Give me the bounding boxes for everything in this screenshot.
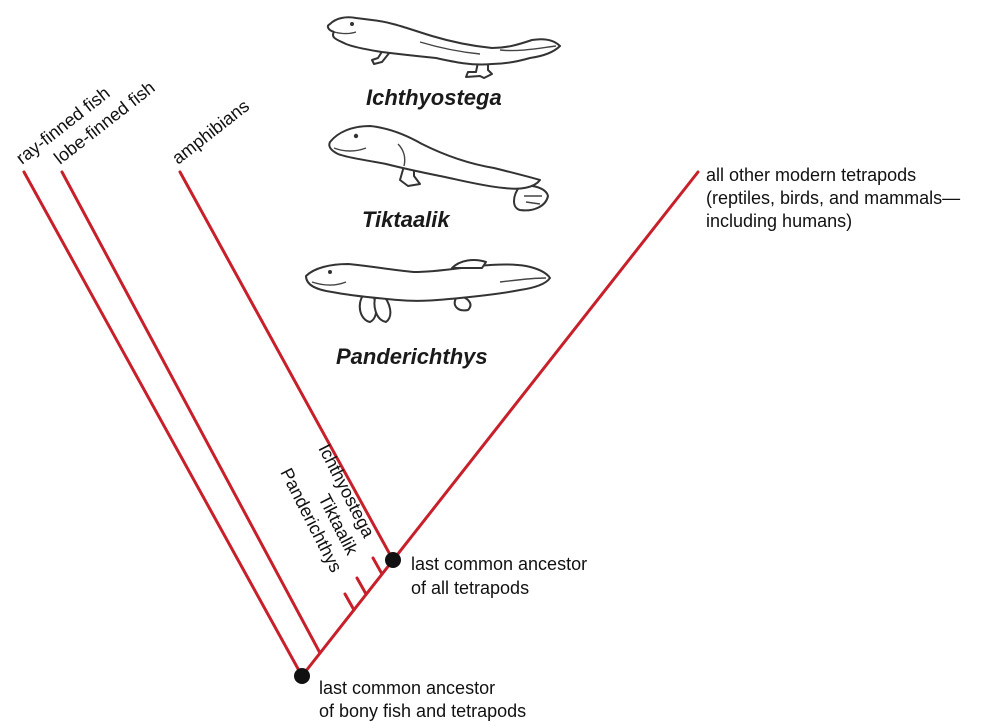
tiktaalik-illustration <box>329 126 548 210</box>
panderichthys-illustration <box>306 260 550 322</box>
branch-lobe-finned-fish <box>62 172 320 653</box>
caption-ichthyostega: Ichthyostega <box>366 85 502 110</box>
branch-tiktaalik <box>357 578 366 594</box>
branch-ray-finned-fish <box>24 172 302 676</box>
label-other-tetrapods-line1: all other modern tetrapods <box>706 165 916 185</box>
caption-panderichthys: Panderichthys <box>336 344 488 369</box>
branch-main-trunk <box>302 172 698 676</box>
label-bony-fish-ancestor-line1: last common ancestor <box>319 678 495 698</box>
label-other-tetrapods-line2: (reptiles, birds, and mammals— <box>706 188 960 208</box>
label-bony-fish-ancestor-line2: of bony fish and tetrapods <box>319 701 526 721</box>
ichthyostega-illustration <box>328 17 560 78</box>
label-other-tetrapods-line3: including humans) <box>706 211 852 231</box>
node-tetrapod-ancestor <box>385 552 401 568</box>
branch-ichthyostega <box>373 558 382 574</box>
caption-tiktaalik: Tiktaalik <box>362 207 451 232</box>
label-tetrapod-ancestor-line2: of all tetrapods <box>411 578 529 598</box>
label-tetrapod-ancestor-line1: last common ancestor <box>411 554 587 574</box>
branch-panderichthys <box>345 594 354 610</box>
node-bony-fish-ancestor <box>294 668 310 684</box>
label-amphibians: amphibians <box>168 96 253 168</box>
